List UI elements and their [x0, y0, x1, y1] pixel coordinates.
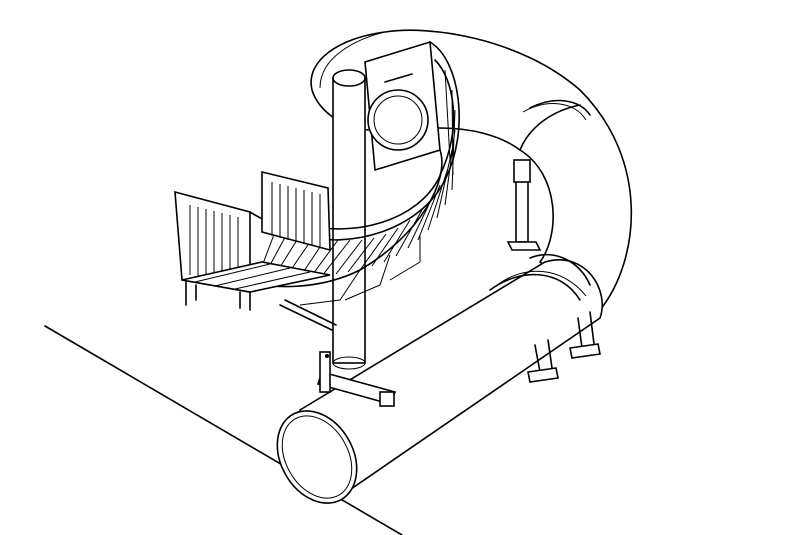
spiral-stair [174, 41, 460, 331]
ground-line [44, 325, 403, 535]
tube-legs [527, 311, 601, 383]
tube-clamp-bar [316, 351, 397, 407]
entry-hood [364, 40, 441, 172]
slide-exit-opening [276, 410, 358, 504]
round-entry-door [367, 89, 429, 151]
straight-slide-tube [276, 253, 603, 504]
support-post [506, 159, 542, 251]
central-pole [332, 69, 366, 370]
